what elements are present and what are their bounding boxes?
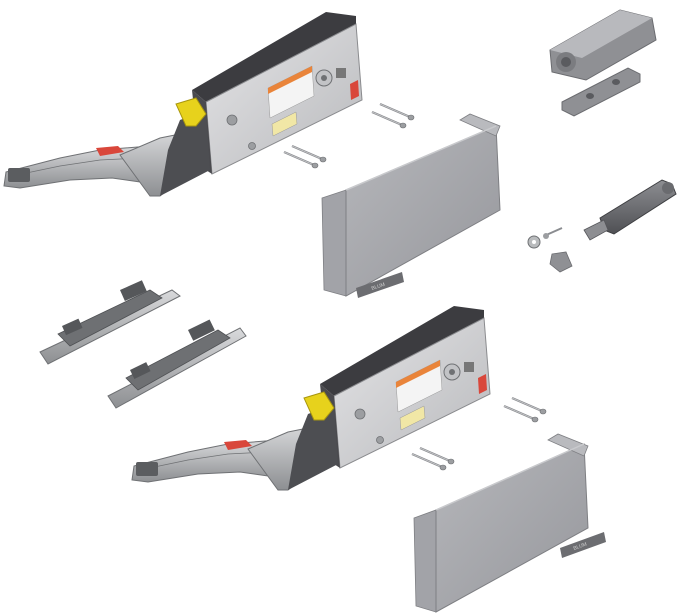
screws-lower-top [502, 396, 548, 424]
lift-mechanism-lower [131, 306, 491, 491]
mounting-plate-right [107, 319, 247, 409]
screws-upper-bottom [282, 144, 328, 170]
nameplate-upper: BLUM [356, 272, 404, 298]
cover-cap-lower [413, 433, 589, 613]
lift-housing-upper [160, 12, 363, 196]
bumper-base-plate [561, 67, 641, 117]
lift-mechanism-upper [3, 12, 363, 197]
nameplate-lower: BLUM [560, 532, 606, 558]
screws-upper-top [370, 102, 416, 130]
washer-and-screw [527, 227, 573, 273]
nameplate-lower-text: BLUM [573, 541, 588, 551]
screws-lower-bottom [410, 446, 456, 472]
mounting-plate-left [39, 280, 181, 365]
push-to-open-adapter [549, 9, 657, 81]
lift-housing-lower [288, 306, 491, 490]
nameplate-upper-text: BLUM [371, 282, 386, 292]
cover-cap-upper [321, 113, 501, 297]
distance-bumper [583, 179, 677, 241]
